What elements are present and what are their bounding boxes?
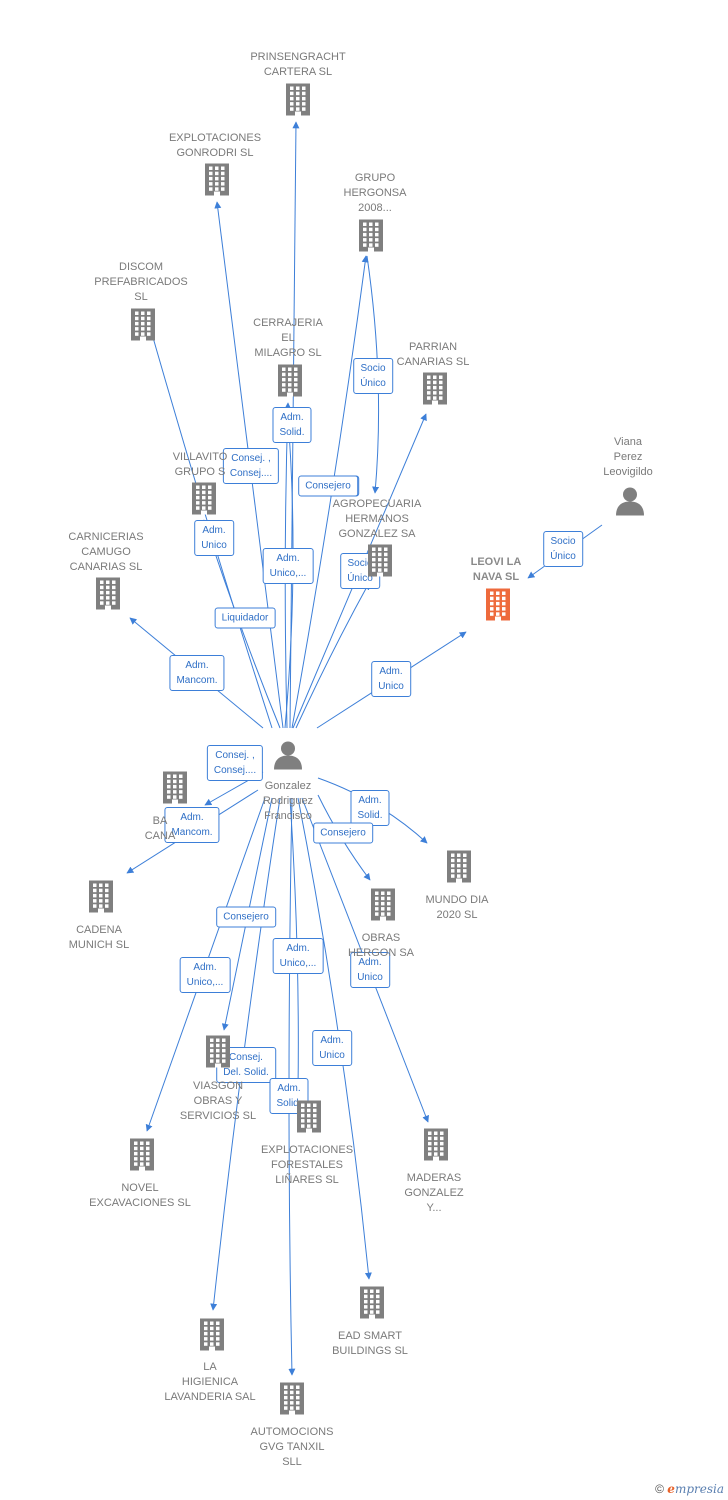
node-label-carnicerias[interactable]: CARNICERIAS CAMUGO CANARIAS SL bbox=[68, 531, 144, 573]
node-label-mundodia[interactable]: MUNDO DIA 2020 SL bbox=[425, 894, 489, 921]
edge-label[interactable]: Adm. Mancom. bbox=[164, 807, 220, 843]
edge-label[interactable]: Adm. Unico,... bbox=[179, 957, 231, 993]
edge-label[interactable]: Adm. Solid. bbox=[269, 1078, 309, 1114]
edge-label[interactable]: Consejero bbox=[313, 822, 373, 844]
company-building-icon[interactable] bbox=[359, 1286, 385, 1325]
edge-label[interactable]: Adm. Unico,... bbox=[272, 938, 324, 974]
company-building-icon[interactable] bbox=[423, 1128, 449, 1167]
node-label-parrian[interactable]: PARRIAN CANARIAS SL bbox=[396, 341, 470, 368]
node-label-agropecuaria[interactable]: AGROPECUARIA HERMANOS GONZALEZ SA bbox=[332, 498, 422, 540]
person-icon[interactable] bbox=[273, 740, 303, 775]
company-building-icon[interactable] bbox=[367, 544, 393, 583]
company-building-icon[interactable] bbox=[130, 308, 156, 347]
edge-label[interactable]: Consej. , Consej.... bbox=[206, 745, 264, 781]
node-label-villavito[interactable]: VILLAVITO GRUPO S bbox=[172, 451, 228, 478]
edge-label[interactable]: Socio Único bbox=[353, 358, 393, 394]
node-label-prinsengracht[interactable]: PRINSENGRACHT CARTERA SL bbox=[250, 51, 346, 78]
edge-gonzalez-agropecuaria bbox=[295, 582, 370, 729]
node-label-higienica[interactable]: LA HIGIENICA LAVANDERIA SAL bbox=[164, 1361, 256, 1403]
highlighted-company-icon[interactable] bbox=[485, 588, 511, 627]
edge-label[interactable]: Adm. Solid. bbox=[350, 790, 390, 826]
company-building-icon[interactable] bbox=[191, 482, 217, 521]
brand-logo-text: mpresia bbox=[674, 1482, 724, 1496]
company-building-icon[interactable] bbox=[199, 1318, 225, 1357]
person-icon[interactable] bbox=[615, 486, 645, 521]
company-building-icon[interactable] bbox=[279, 1382, 305, 1421]
company-building-icon[interactable] bbox=[129, 1138, 155, 1177]
node-label-gonrodri[interactable]: EXPLOTACIONES GONRODRI SL bbox=[168, 132, 262, 159]
company-building-icon[interactable] bbox=[162, 771, 188, 810]
company-building-icon[interactable] bbox=[205, 1035, 231, 1074]
node-label-cadena[interactable]: CADENA MUNICH SL bbox=[68, 924, 130, 951]
node-label-forestales[interactable]: EXPLOTACIONES FORESTALES LIÑARES SL bbox=[260, 1144, 354, 1186]
edge-label[interactable]: Consej. , Consej.... bbox=[222, 448, 280, 484]
edge-label[interactable]: Liquidador bbox=[214, 607, 276, 629]
company-building-icon[interactable] bbox=[204, 163, 230, 202]
node-label-gonzalez[interactable]: Gonzalez Rodriguez Francisco bbox=[262, 780, 314, 822]
node-label-viasgon[interactable]: VIASGON OBRAS Y SERVICIOS SL bbox=[179, 1080, 257, 1122]
node-label-novel[interactable]: NOVEL EXCAVACIONES SL bbox=[89, 1182, 191, 1209]
node-label-eadsmart[interactable]: EAD SMART BUILDINGS SL bbox=[332, 1330, 408, 1357]
company-building-icon[interactable] bbox=[422, 372, 448, 411]
node-label-maderas[interactable]: MADERAS GONZALEZ Y... bbox=[404, 1172, 464, 1214]
edge-label[interactable]: Adm. Unico bbox=[194, 520, 234, 556]
company-building-icon[interactable] bbox=[95, 577, 121, 616]
node-label-viana[interactable]: Viana Perez Leovigildo bbox=[603, 436, 653, 478]
edge-label[interactable]: Adm. Unico bbox=[350, 952, 390, 988]
edge-label[interactable]: Adm. Solid. bbox=[272, 407, 312, 443]
node-label-obras[interactable]: OBRAS HERGON SA bbox=[347, 932, 414, 959]
node-label-hergonsa[interactable]: GRUPO HERGONSA 2008... bbox=[343, 172, 407, 214]
brand-logo-e: e bbox=[667, 1482, 675, 1496]
company-building-icon[interactable] bbox=[370, 888, 396, 927]
edge-label[interactable]: Adm. Mancom. bbox=[169, 655, 225, 691]
edge-label[interactable]: Socio Único bbox=[543, 531, 583, 567]
node-label-banana[interactable]: BA CANA bbox=[144, 815, 176, 842]
company-building-icon[interactable] bbox=[296, 1100, 322, 1139]
node-label-cerrajeria[interactable]: CERRAJERIA EL MILAGRO SL bbox=[253, 317, 323, 359]
empresia-brand: © empresia bbox=[655, 1482, 724, 1496]
company-building-icon[interactable] bbox=[277, 364, 303, 403]
node-label-automocions[interactable]: AUTOMOCIONS GVG TANXIL SLL bbox=[250, 1426, 334, 1468]
company-building-icon[interactable] bbox=[446, 850, 472, 889]
edge-label[interactable]: Consejero bbox=[298, 475, 358, 497]
edge-label[interactable]: Consejero bbox=[216, 906, 276, 928]
edge-label[interactable]: Adm. Unico bbox=[371, 661, 411, 697]
node-label-leovi[interactable]: LEOVI LA NAVA SL bbox=[470, 556, 522, 583]
copyright-icon: © bbox=[655, 1482, 664, 1496]
company-building-icon[interactable] bbox=[358, 219, 384, 258]
edge-label[interactable]: Adm. Unico,... bbox=[262, 548, 314, 584]
company-building-icon[interactable] bbox=[88, 880, 114, 919]
company-building-icon[interactable] bbox=[285, 83, 311, 122]
edge-label[interactable]: Adm. Unico bbox=[312, 1030, 352, 1066]
node-label-discom[interactable]: DISCOM PREFABRICADOS SL bbox=[94, 261, 188, 303]
